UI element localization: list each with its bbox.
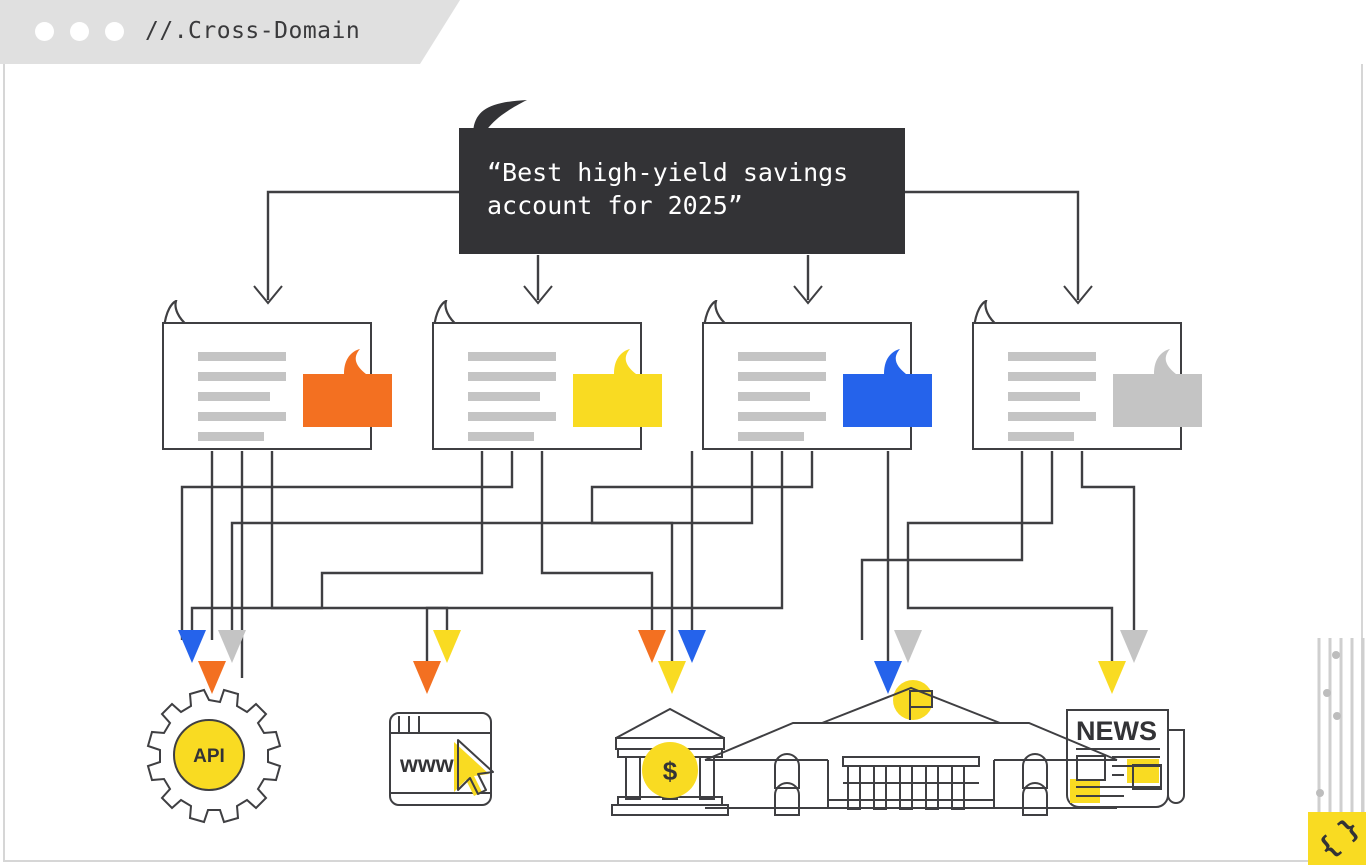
- source-card-3[interactable]: [702, 322, 912, 450]
- decorative-rail: [1316, 638, 1365, 836]
- arrowhead-group-api: [178, 630, 246, 694]
- window-title: //.Cross-Domain: [145, 18, 361, 44]
- source-card-2-lines: [468, 352, 556, 452]
- code-badge[interactable]: { }: [1308, 812, 1366, 865]
- newspaper-icon[interactable]: NEWS: [1066, 709, 1185, 808]
- query-fanout-connectors: [253, 190, 1093, 305]
- source-accent-flag-1-icon: [303, 349, 392, 427]
- www-browser-icon[interactable]: www: [389, 712, 494, 806]
- card-tab-2-icon: [432, 300, 490, 329]
- card-tab-3-icon: [702, 300, 760, 329]
- source-accent-flag-2-icon: [573, 349, 662, 427]
- government-flag-icon[interactable]: [704, 680, 1118, 816]
- card-tab-4-icon: [972, 300, 1030, 329]
- source-accent-flag-4-icon: [1113, 349, 1202, 427]
- arrowhead-group-bank: [638, 630, 706, 694]
- callout-text: “Best high-yield savings account for 202…: [487, 158, 849, 220]
- svg-text:{: {: [1313, 830, 1346, 864]
- routing-connectors: [180, 451, 1136, 678]
- titlebar-notch: [420, 0, 460, 64]
- source-card-1-lines: [198, 352, 286, 452]
- svg-text:}: }: [1333, 812, 1366, 846]
- source-card-4-lines: [1008, 352, 1096, 452]
- card-tab-1-icon: [162, 300, 220, 329]
- api-gear-icon[interactable]: API: [146, 688, 282, 824]
- arrowhead-group-government: [874, 630, 922, 694]
- source-accent-flag-3-icon: [843, 349, 932, 427]
- www-label: www: [399, 751, 454, 777]
- callout-tail: [473, 100, 527, 132]
- window-dot-1-icon[interactable]: [35, 22, 54, 41]
- arrowhead-group-web: [413, 630, 461, 694]
- dollar-label: $: [663, 756, 678, 786]
- arrowhead-group-news: [1098, 630, 1148, 694]
- callout-background: [459, 128, 905, 254]
- code-brace-icon: { }: [1313, 812, 1366, 864]
- bank-dollar-icon[interactable]: $: [611, 707, 729, 816]
- source-card-3-lines: [738, 352, 826, 452]
- news-label: NEWS: [1076, 716, 1157, 746]
- window-dot-2-icon[interactable]: [70, 22, 89, 41]
- window-dot-3-icon[interactable]: [105, 22, 124, 41]
- api-label: API: [193, 746, 225, 767]
- window-titlebar: //.Cross-Domain: [0, 0, 1366, 64]
